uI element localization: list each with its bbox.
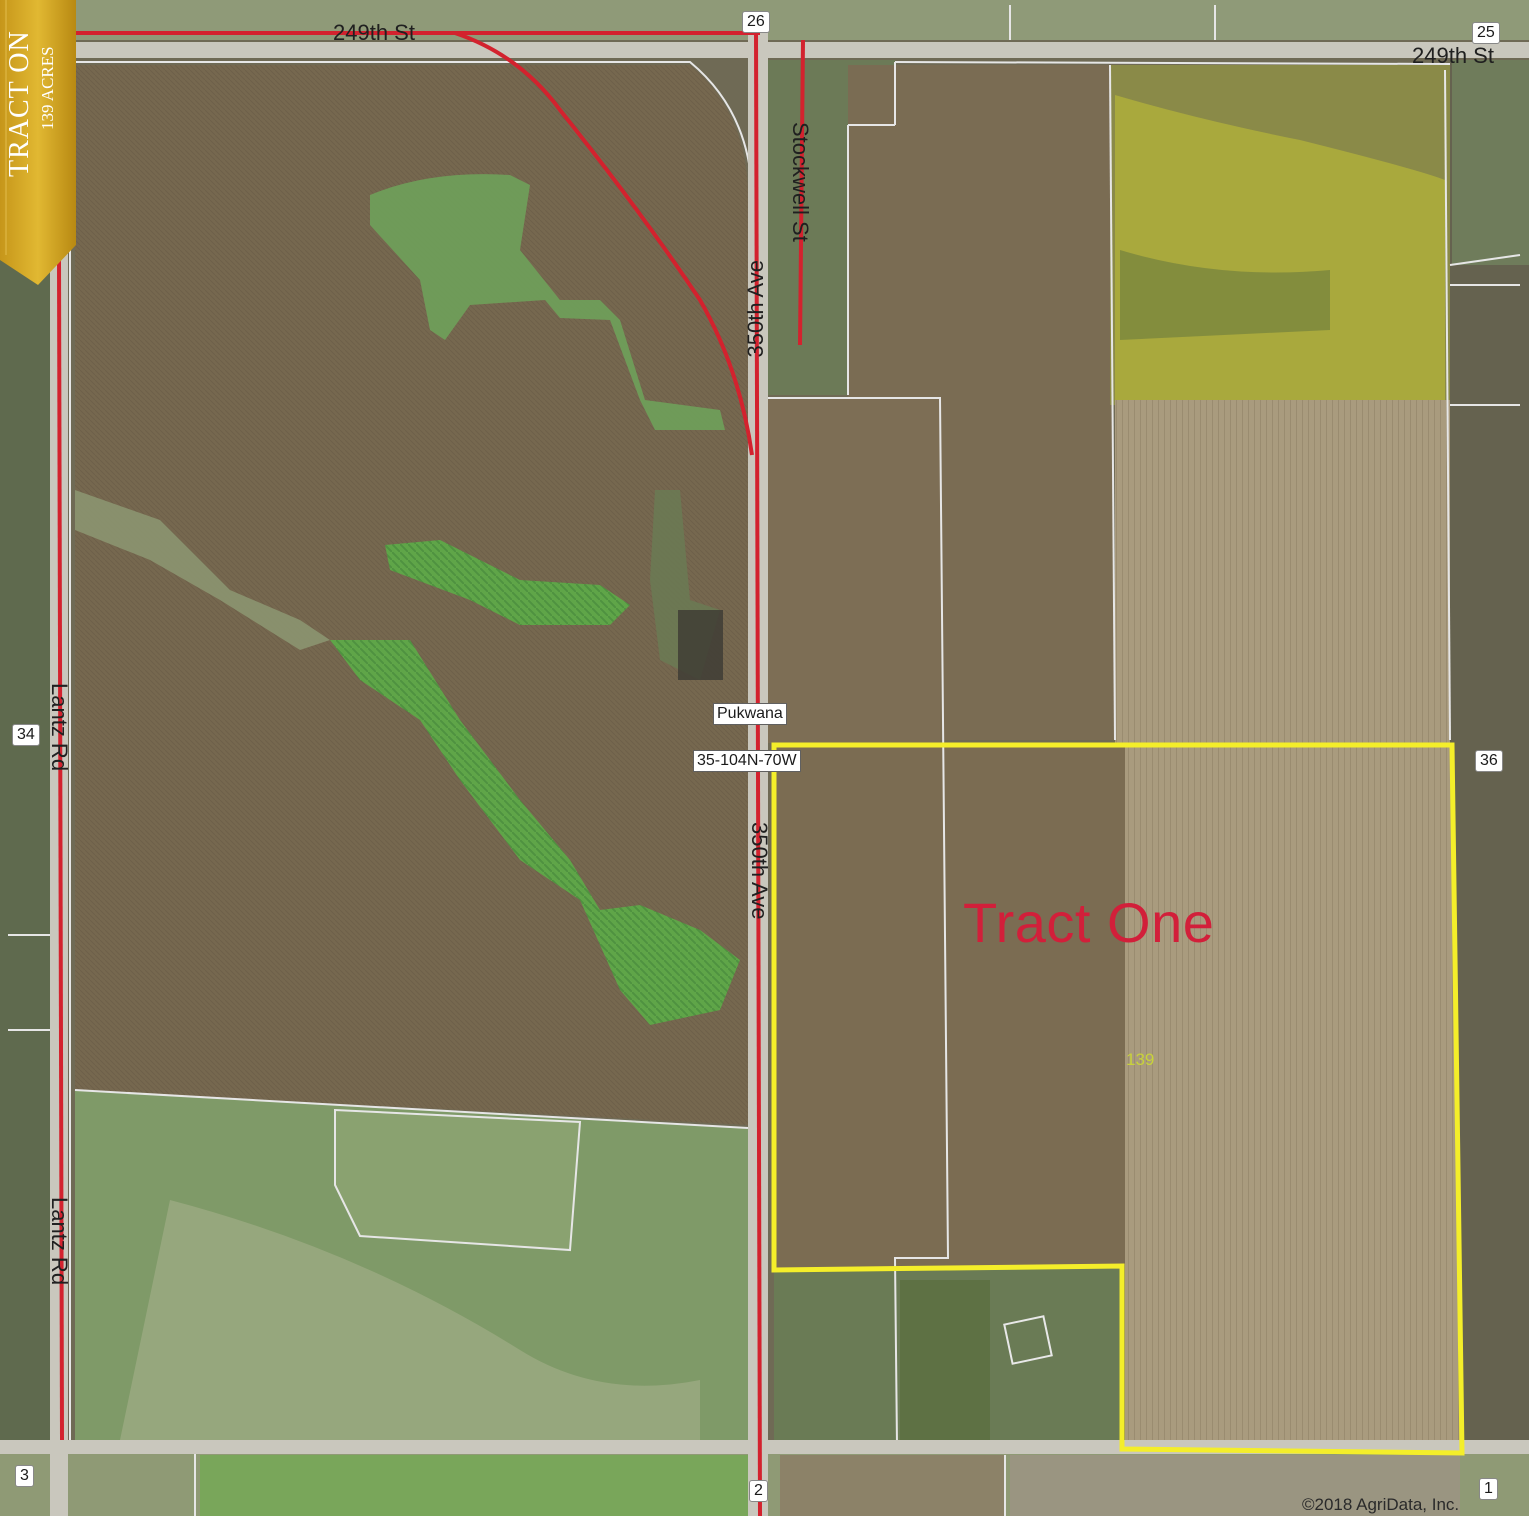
tract-brown — [774, 745, 1125, 1270]
section-36-label: 36 — [1475, 750, 1503, 772]
road-label-350th-south: 350th Ave — [747, 822, 772, 920]
tract-tan — [1125, 745, 1462, 1452]
field-east-upper — [1115, 400, 1450, 745]
waterway-south — [330, 640, 740, 1025]
field-northwest — [75, 65, 748, 1125]
section-34-label: 34 — [12, 724, 40, 746]
strip-central — [768, 398, 940, 743]
pasture-light-patch — [120, 1200, 700, 1440]
waterway-north — [370, 174, 725, 430]
west-strip — [0, 60, 58, 1445]
tract-acres-label: 139 — [1126, 1050, 1155, 1069]
road-label-249th-east: 249th St — [1412, 43, 1494, 68]
waterway-middle — [385, 540, 630, 625]
red-roads — [57, 29, 805, 1516]
town-label: Pukwana — [713, 703, 787, 725]
copyright-text: ©2018 AgriData, Inc. — [1302, 1495, 1460, 1514]
section-25-label: 25 — [1472, 22, 1500, 44]
section-3-label: 3 — [15, 1465, 34, 1487]
section-26-label: 26 — [742, 11, 770, 33]
section-2-label: 2 — [749, 1480, 768, 1502]
road-label-stockwell: Stockwell St — [788, 122, 813, 242]
banner-subtitle: 139 ACRES — [38, 46, 57, 130]
field-north-center — [848, 65, 1115, 740]
road-label-lantz-north: Lantz Rd — [47, 683, 72, 772]
banner-title: TRACT ON — [4, 30, 35, 177]
road-label-350th-north: 350th Ave — [743, 260, 768, 358]
road-label-249th-west: 249th St — [333, 20, 415, 45]
farmstead-north — [765, 60, 895, 395]
section-1-label: 1 — [1479, 1478, 1498, 1500]
tract-title: Tract One — [963, 891, 1215, 954]
pasture-pen — [334, 1108, 582, 1252]
legal-description-label: 35-104N-70W — [693, 750, 801, 772]
road-label-lantz-south: Lantz Rd — [47, 1197, 72, 1286]
tract-banner: TRACT ON 139 ACRES — [0, 0, 78, 285]
banner-ribbon-shape — [0, 0, 76, 285]
